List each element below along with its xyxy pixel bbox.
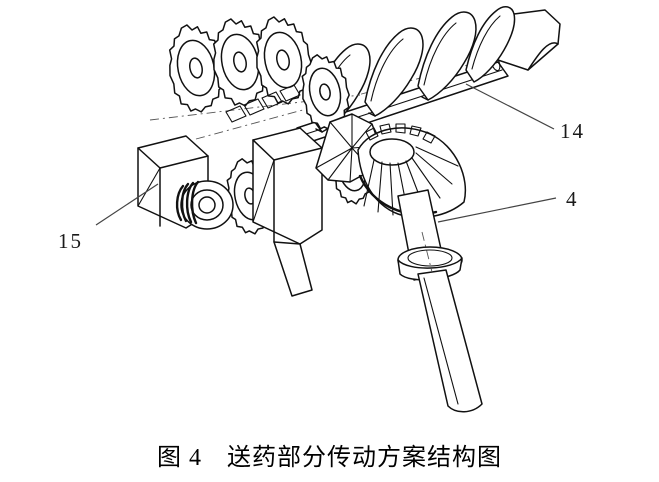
callout-14-label: 14	[560, 119, 585, 143]
auger-flight-2	[364, 27, 424, 117]
auger-flight-4	[465, 6, 516, 83]
spur-gear-b	[212, 18, 270, 107]
callout-14: 14	[465, 83, 585, 143]
auger-flight-3	[417, 11, 477, 101]
drawing-canvas: .ln { fill:none; stroke:#111111; stroke-…	[58, 6, 585, 413]
callout-15: 15	[58, 183, 159, 253]
figure-caption: 图 4 送药部分传动方案结构图	[157, 444, 502, 471]
support-housings	[137, 84, 323, 297]
callout-15-label: 15	[58, 229, 83, 253]
auger-centerline	[195, 39, 561, 140]
callout-4-leader	[437, 197, 557, 223]
bevel-gear-large	[357, 123, 467, 219]
callout-4: 4	[437, 187, 579, 223]
callout-14-leader	[465, 83, 555, 130]
technical-drawing: .ln { fill:none; stroke:#111111; stroke-…	[58, 6, 585, 413]
bevel-gear-hub	[369, 138, 415, 166]
vertical-output-shaft	[397, 189, 483, 413]
output-shaft-lower	[417, 269, 483, 413]
figure-caption-bar: 图 4 送药部分传动方案结构图	[0, 434, 659, 482]
callout-4-label: 4	[566, 187, 579, 211]
chain-link-band	[225, 84, 301, 123]
bevel-gear-assembly	[315, 113, 467, 219]
spur-gear-c	[255, 16, 313, 105]
output-shaft-centerline	[421, 231, 433, 273]
bearing-support-block-center	[252, 127, 323, 297]
spur-gear-d	[301, 54, 350, 131]
spur-gear-a	[168, 24, 226, 113]
callout-15-leader	[95, 183, 159, 226]
idler-pulley	[175, 180, 234, 230]
